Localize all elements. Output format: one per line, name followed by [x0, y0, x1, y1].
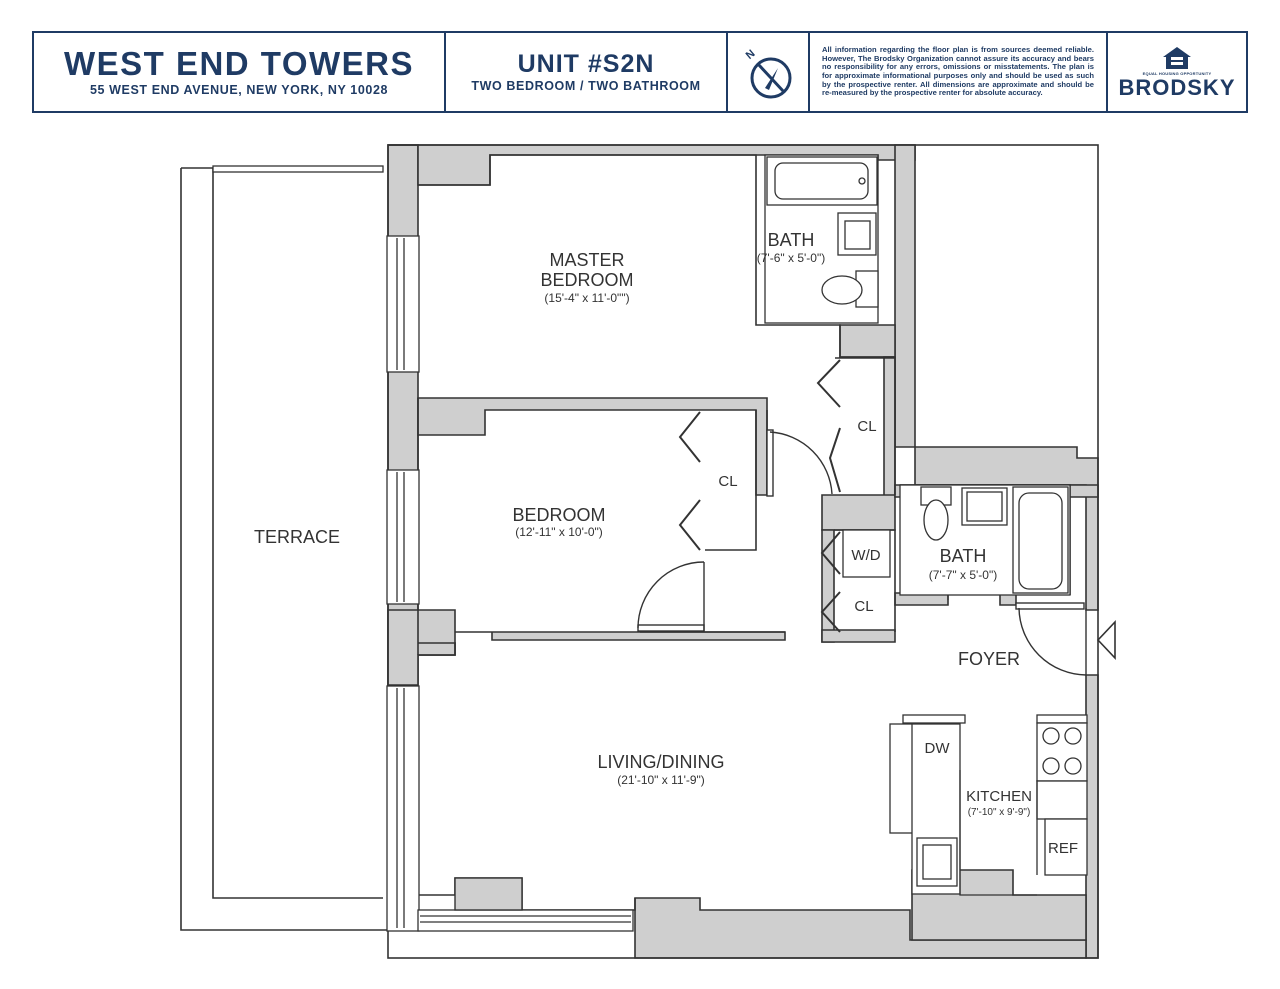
compass-cell: N: [728, 33, 810, 111]
building-name: WEST END TOWERS: [63, 45, 415, 82]
bedroom-dimensions: (12'-11" x 10'-0"): [515, 525, 603, 539]
disclaimer-text: All information regarding the floor plan…: [822, 45, 1094, 98]
washer-dryer-label: W/D: [851, 547, 880, 564]
kitchen-dimensions: (7'-10" x 9'-9"): [968, 807, 1031, 818]
header-bar: WEST END TOWERS 55 WEST END AVENUE, NEW …: [32, 31, 1248, 113]
refrigerator-label: REF: [1048, 840, 1078, 857]
brand-cell: EQUAL HOUSING OPPORTUNITY BRODSKY: [1108, 33, 1246, 111]
equal-housing-text: EQUAL HOUSING OPPORTUNITY: [1142, 70, 1212, 76]
living-dining-label: LIVING/DINING: [597, 752, 724, 772]
kitchen-label: KITCHEN: [966, 788, 1032, 805]
master-bedroom-dimensions: (15'-4" x 11'-0""): [544, 291, 629, 305]
unit-cell: UNIT #S2N TWO BEDROOM / TWO BATHROOM: [446, 33, 728, 111]
hall-bath-dimensions: (7'-7" x 5'-0"): [929, 568, 997, 582]
closet-doors: [678, 359, 841, 633]
master-bath-fixtures: [764, 154, 879, 324]
hall-bath-label: BATH: [940, 546, 987, 566]
bedroom-closet-label: CL: [718, 473, 737, 490]
equal-housing-icon: [1163, 46, 1191, 69]
entry-arrow-icon: [1096, 619, 1116, 661]
hall-closet-label: CL: [854, 598, 873, 615]
living-dining-dimensions: (21'-10" x 11'-9"): [617, 773, 705, 787]
windows: [212, 165, 634, 932]
bedroom-label: BEDROOM: [512, 505, 605, 525]
living-furniture-block: [454, 877, 523, 911]
disclaimer-cell: All information regarding the floor plan…: [810, 33, 1108, 111]
building-cell: WEST END TOWERS 55 WEST END AVENUE, NEW …: [34, 33, 446, 111]
master-bedroom-label-1: MASTER: [549, 250, 624, 270]
terrace-outline: [180, 167, 388, 931]
master-bath-label: BATH: [768, 230, 815, 250]
dishwasher-label: DW: [925, 740, 951, 757]
master-closet-label: CL: [857, 418, 876, 435]
hall-bath-fixtures: [842, 484, 1071, 596]
unit-type: TWO BEDROOM / TWO BATHROOM: [471, 79, 701, 93]
brand-logo: BRODSKY: [1118, 74, 1236, 100]
kitchen-fixtures: [889, 714, 1088, 896]
room-labels: MASTER BEDROOM (15'-4" x 11'-0"") BATH (…: [254, 230, 1078, 857]
foyer-label: FOYER: [958, 649, 1020, 669]
terrace-label: TERRACE: [254, 527, 340, 547]
compass-icon: N: [744, 48, 792, 99]
unit-number: UNIT #S2N: [517, 50, 655, 78]
master-bedroom-label-2: BEDROOM: [540, 270, 633, 290]
building-address: 55 WEST END AVENUE, NEW YORK, NY 10028: [89, 83, 389, 97]
master-bath-dimensions: (7'-6" x 5'-0"): [757, 251, 825, 265]
